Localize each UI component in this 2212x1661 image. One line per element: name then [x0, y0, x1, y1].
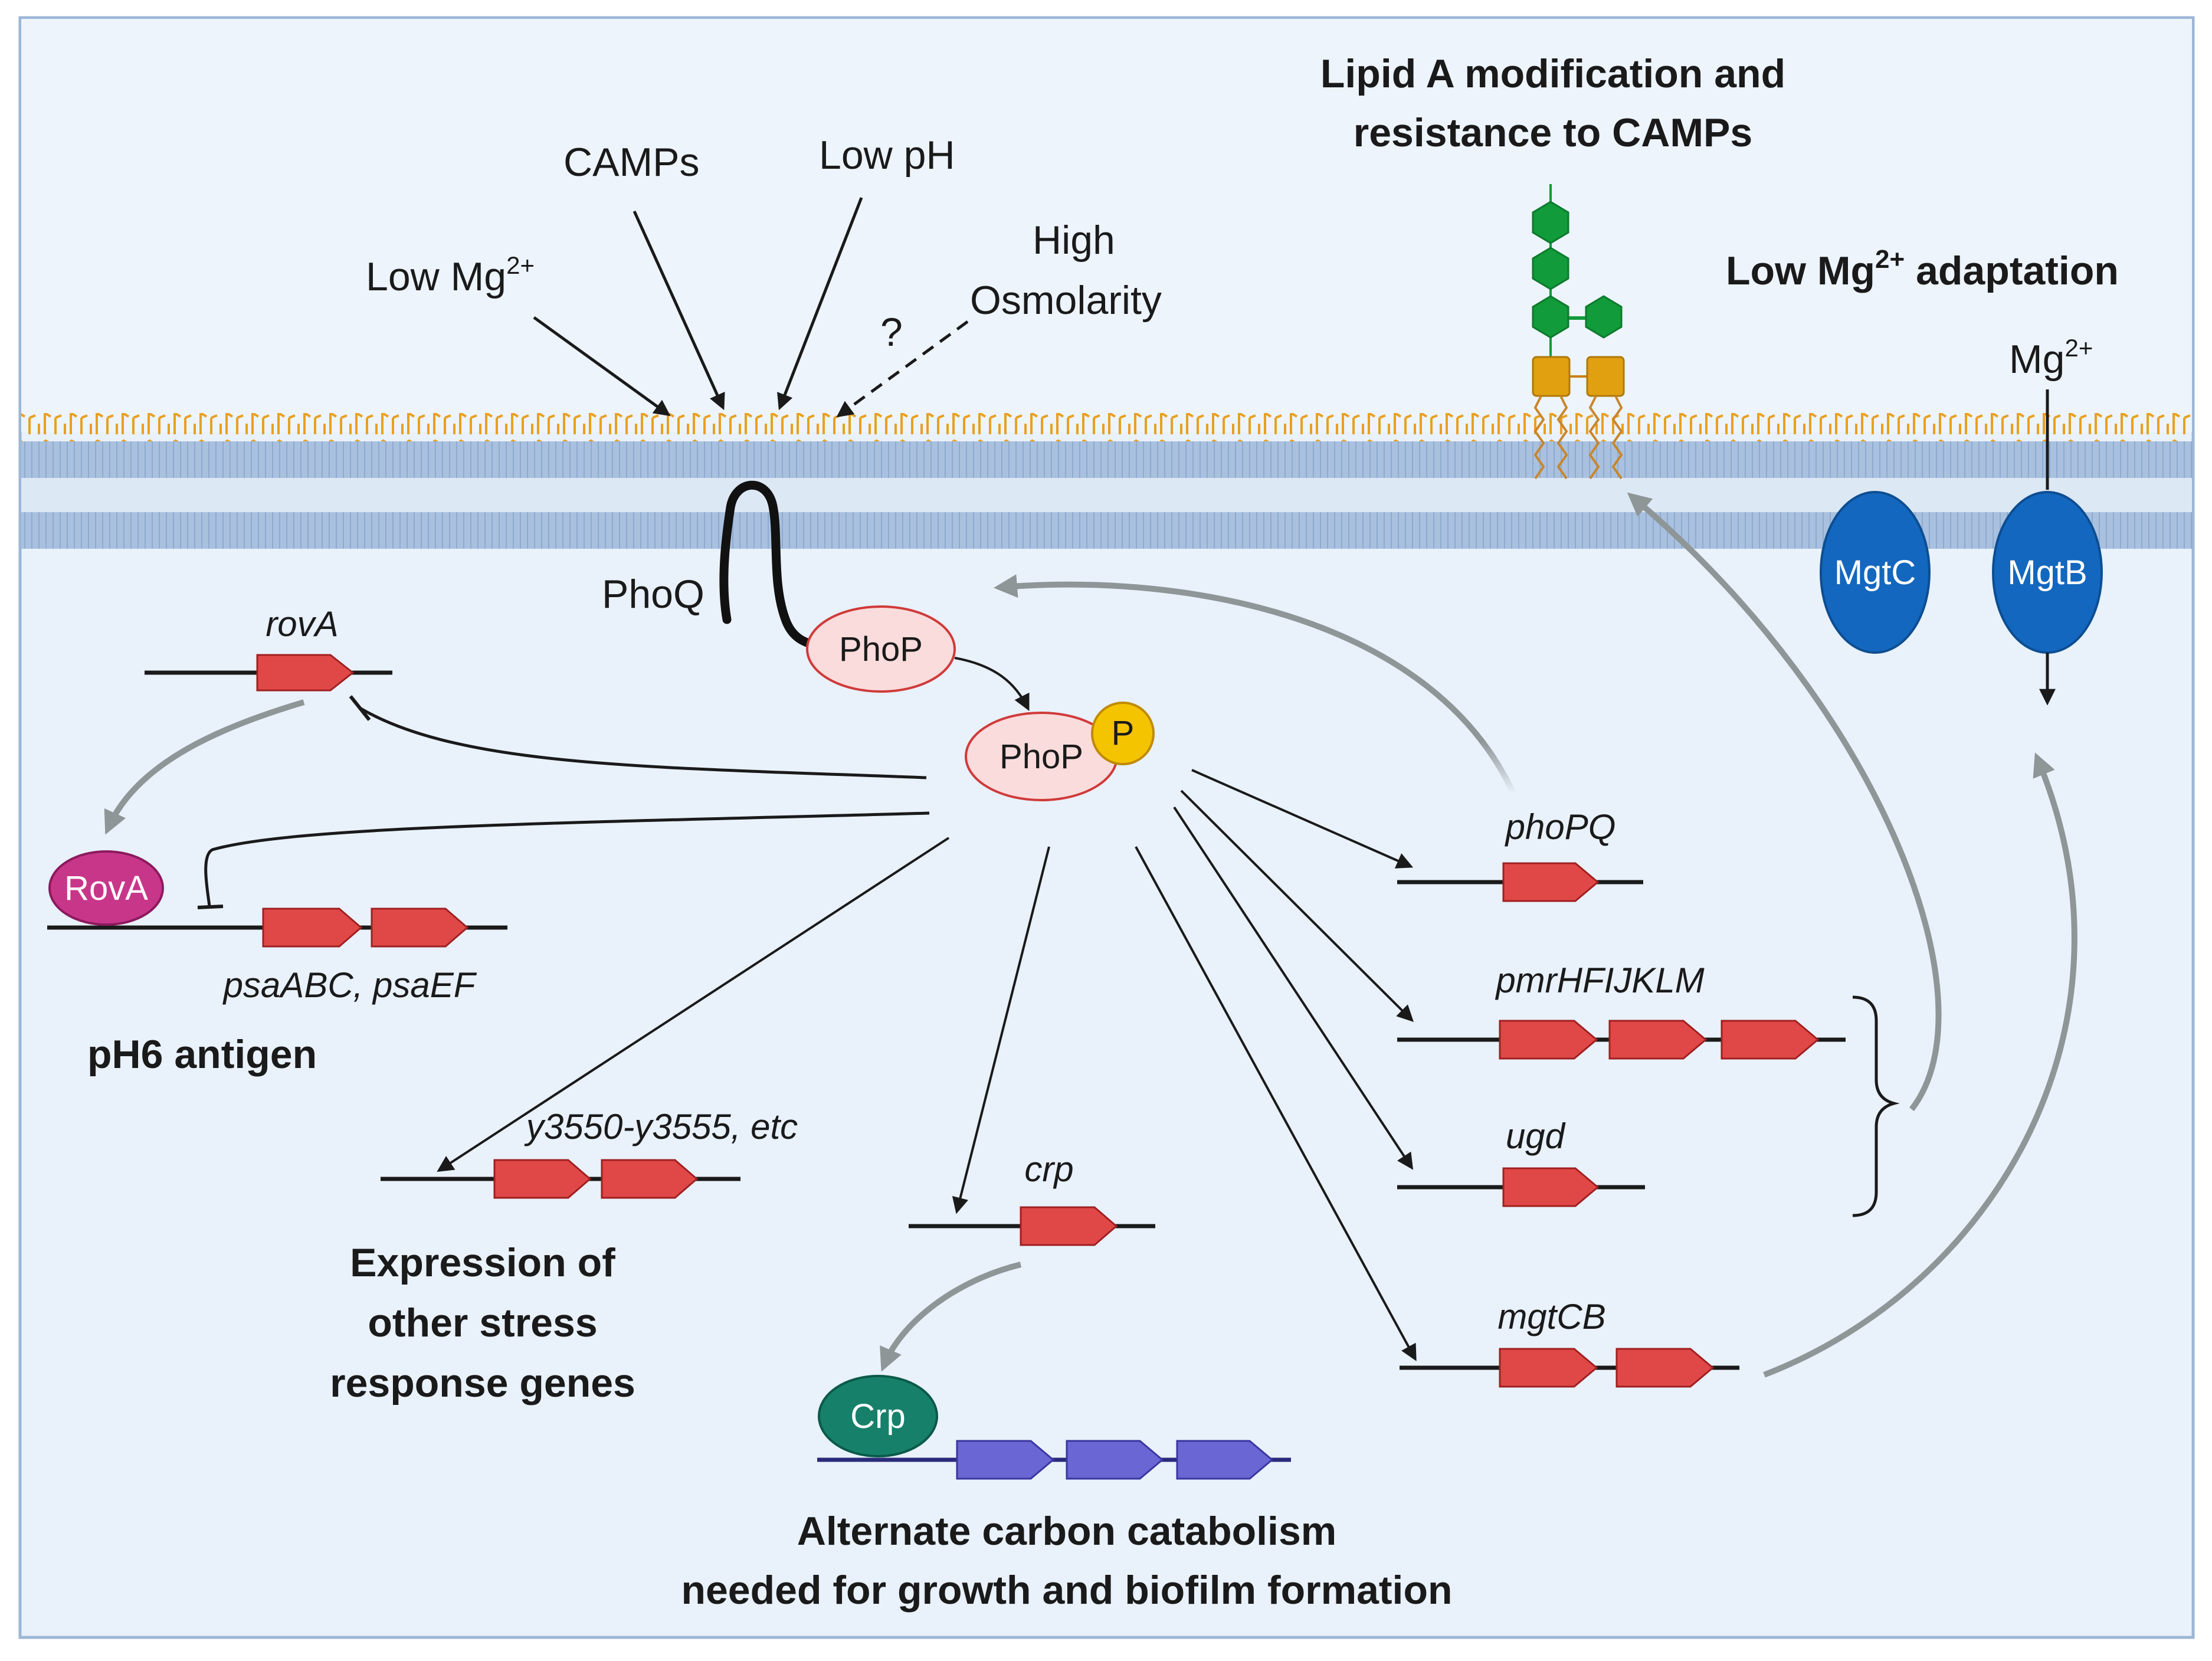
brace-pmr-ugd [1852, 995, 1900, 1217]
lipid-a-label-line1: Lipid A modification and [1320, 51, 1785, 96]
phop-p-label: PhoP [1000, 738, 1083, 776]
ugd-gene-label: ugd [1506, 1116, 1566, 1156]
lipid-a-sugar-left [1532, 356, 1571, 397]
glycan-hexagon [1532, 295, 1569, 339]
crp-protein-label: Crp [850, 1397, 905, 1436]
outer-space [21, 19, 2192, 432]
mgtc-label: MgtC [1834, 553, 1916, 592]
pmr-gene-arrow-2 [1608, 1020, 1708, 1060]
repression-psa [204, 811, 930, 907]
pmr-gene-arrow-1 [1499, 1020, 1598, 1060]
psa-gene-arrow-1 [262, 908, 363, 948]
stress-label-line2: other stress [368, 1300, 597, 1345]
rova-protein [48, 850, 164, 926]
y3550-gene-arrow-2 [601, 1159, 699, 1199]
ph6-antigen-label: pH6 antigen [87, 1032, 317, 1077]
crp-protein [818, 1375, 938, 1457]
repression-bar-rova [349, 695, 371, 721]
feedback-arrow-phopq [994, 574, 1516, 795]
repression-rova [359, 706, 927, 779]
signal-low-ph: Low pH [819, 133, 955, 178]
glycan-hexagon [1585, 295, 1623, 339]
activation-phopq [1191, 769, 1414, 869]
stress-label-line3: response genes [330, 1361, 635, 1406]
phopq-gene-arrow [1502, 862, 1600, 902]
activation-mgtcb [1135, 846, 1417, 1361]
membrane [21, 413, 2192, 549]
phoq-sensor [719, 480, 818, 649]
signal-high: High [1033, 218, 1115, 263]
activation-ugd [1173, 806, 1414, 1170]
mgtb-label: MgtB [2007, 553, 2087, 592]
glycan-hexagon [1532, 247, 1569, 290]
arrow-camps [633, 210, 725, 411]
psa-gene-label: psaABC, psaEF [222, 965, 477, 1005]
rova-gene-label: rovA [266, 604, 338, 644]
signal-question-mark: ? [880, 310, 903, 355]
arrow-low-mg [533, 316, 671, 417]
rova-protein-label: RovA [64, 869, 148, 908]
phop-protein [806, 605, 956, 693]
carbon-gene-arrow-1 [956, 1440, 1055, 1480]
phopq-gene-label: phoPQ [1505, 807, 1616, 847]
lipid-a-structure [1532, 184, 1625, 480]
carbon-label-line1: Alternate carbon catabolism [797, 1509, 1336, 1554]
lipid-a-label-line2: resistance to CAMPs [1354, 110, 1752, 155]
crp-gene-label: crp [1024, 1149, 1073, 1189]
pmr-gene-label: pmrHFIJKLM [1495, 961, 1704, 1000]
mgtc-protein [1820, 491, 1931, 654]
mg-ion-label: Mg2+ [2009, 334, 2093, 382]
crp-gene-arrow [1020, 1206, 1118, 1246]
carbon-gene-arrow-3 [1176, 1440, 1274, 1480]
mgtcb-gene-arrow-2 [1615, 1348, 1715, 1388]
carbon-label-line2: needed for growth and biofilm formation [681, 1568, 1452, 1613]
stress-label-line1: Expression of [350, 1240, 615, 1285]
lipid-a-sugar-right [1586, 356, 1625, 397]
activation-crp [952, 846, 1050, 1214]
signal-low-mg: Low Mg2+ [366, 251, 535, 299]
mgtcb-gene-arrow-1 [1499, 1348, 1598, 1388]
ugd-gene-arrow [1502, 1167, 1600, 1207]
rova-gene-arrow [256, 654, 355, 692]
activation-pmr [1180, 789, 1414, 1022]
phosphate-group [1091, 702, 1155, 765]
feedback-arrow-mgtcb [1763, 752, 2077, 1378]
phosphorylation-arrow [954, 657, 1030, 712]
low-mg-adaptation-label: Low Mg2+ adaptation [1726, 245, 2119, 293]
activation-y3550 [437, 837, 950, 1172]
rova-expression-arrow [104, 699, 305, 835]
signals: Low Mg2+ CAMPs Low pH High Osmolarity ? [366, 133, 1162, 418]
arrow-low-ph [777, 197, 863, 411]
phosphate-label: P [1112, 714, 1135, 752]
signal-osmolarity: Osmolarity [970, 278, 1162, 323]
feedback-arrow-lipid-a [1627, 492, 1942, 1112]
y3550-gene-label: y3550-y3555, etc [524, 1107, 798, 1146]
y3550-gene-arrow-1 [493, 1159, 592, 1199]
phoq-label: PhoQ [602, 572, 704, 617]
phop-label: PhoP [839, 630, 923, 669]
psa-gene-arrow-2 [371, 908, 469, 948]
glycan-hexagon [1532, 201, 1569, 244]
crp-expression-arrow [880, 1262, 1022, 1372]
signal-camps: CAMPs [563, 140, 699, 185]
repression-bar-psa [197, 905, 224, 909]
carbon-gene-arrow-2 [1066, 1440, 1164, 1480]
pmr-gene-arrow-3 [1721, 1020, 1820, 1060]
mgtcb-gene-label: mgtCB [1497, 1297, 1605, 1336]
arrow-high-osmolarity [836, 320, 969, 418]
